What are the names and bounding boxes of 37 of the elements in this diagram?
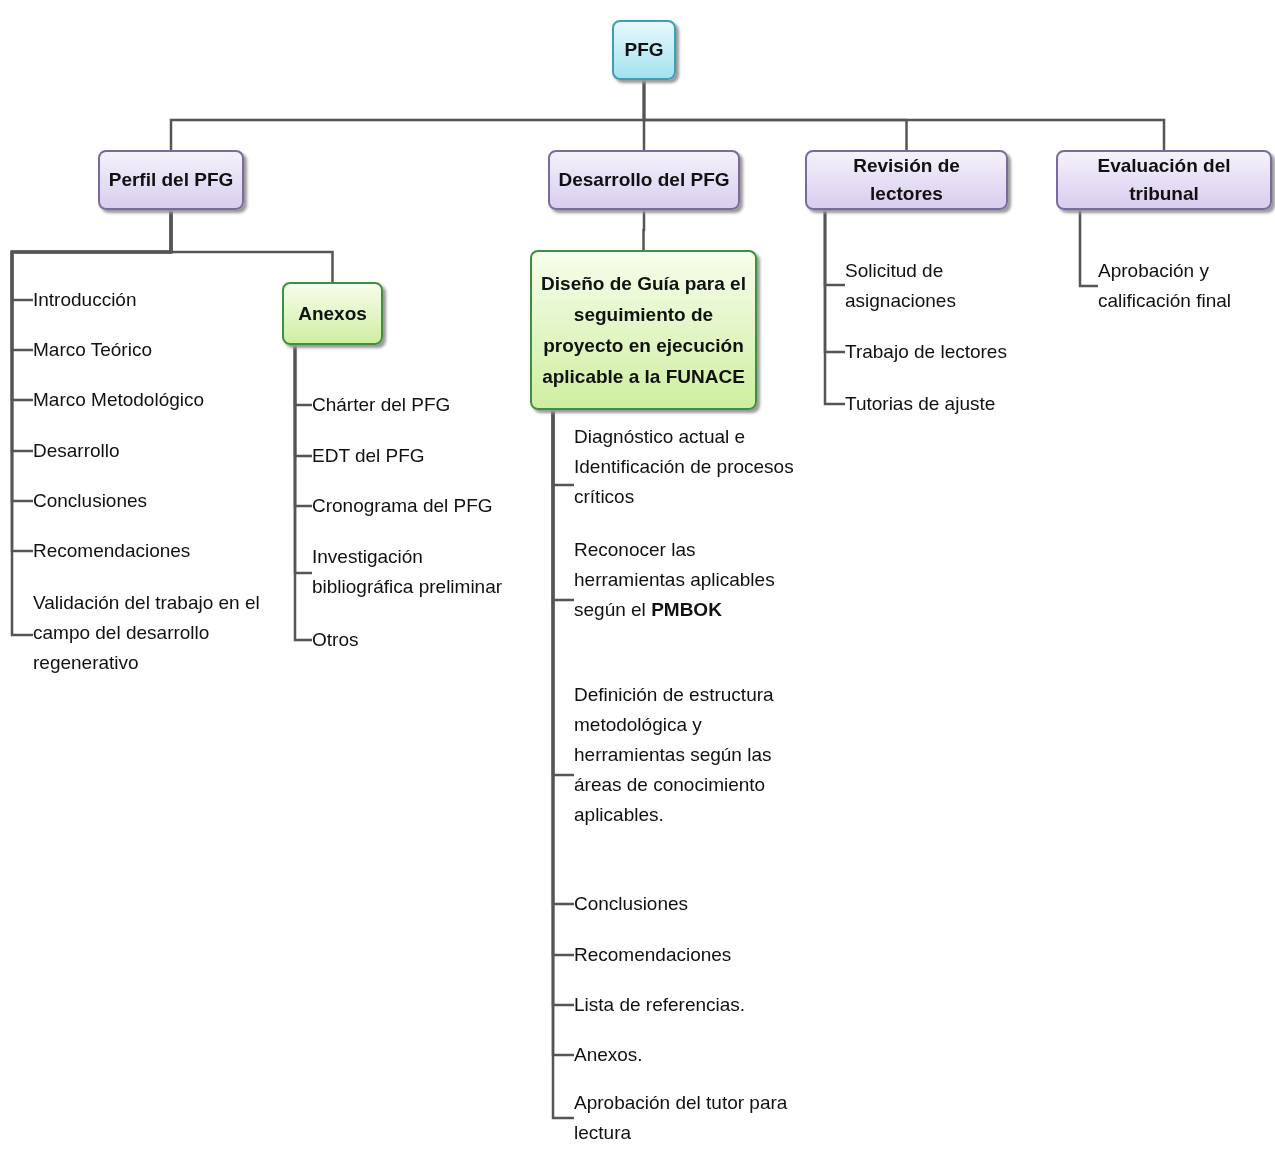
list-item: Lista de referencias. <box>574 990 802 1020</box>
heading-box: Evaluación del tribunal <box>1056 150 1272 210</box>
list-item: Anexos. <box>574 1040 802 1070</box>
heading-box: PFG <box>612 20 676 80</box>
list-item: EDT del PFG <box>312 441 524 471</box>
connector-line <box>642 80 1166 150</box>
list-item: Aprobación y calificación final <box>1098 256 1270 316</box>
list-item: Recomendaciones <box>33 536 273 566</box>
list-item: Recomendaciones <box>574 940 802 970</box>
list-item: Tutorias de ajuste <box>845 389 1045 419</box>
list-item: Chárter del PFG <box>312 390 524 420</box>
list-item: Diagnóstico actual e Identificación de procesos críticos <box>574 422 802 512</box>
heading-box: Revisión de lectores <box>805 150 1008 210</box>
list-item: Solicitud de asignaciones <box>845 256 1045 316</box>
list-item: Validación del trabajo en el campo del desarrollo regenerativo <box>33 588 273 678</box>
list-item: Cronograma del PFG <box>312 491 524 521</box>
list-item: Marco Metodológico <box>33 385 273 415</box>
list-item: Definición de estructura metodológica y herramientas según las áreas de conocimiento aplicables. <box>574 680 802 830</box>
heading-box: Desarrollo del PFG <box>548 150 740 210</box>
list-item: Conclusiones <box>574 889 802 919</box>
list-item: Reconocer las herramientas aplicables según el PMBOK <box>574 535 802 625</box>
topic-box: Diseño de Guía para el seguimiento de proyecto en ejecución aplicable a la FUNACE <box>530 250 757 410</box>
connector-line <box>169 210 334 282</box>
list-item: Aprobación del tutor para lectura <box>574 1088 802 1148</box>
connector-line <box>293 345 312 642</box>
list-item: Marco Teórico <box>33 335 273 365</box>
list-item: Conclusiones <box>33 486 273 516</box>
list-item: Otros <box>312 625 524 655</box>
topic-box: Anexos <box>282 282 383 345</box>
list-item: Desarrollo <box>33 436 273 466</box>
connector-line <box>642 210 646 250</box>
list-item: Trabajo de lectores <box>845 337 1045 367</box>
heading-box: Perfil del PFG <box>98 150 244 210</box>
list-item: Introducción <box>33 285 273 315</box>
connector-line <box>1078 210 1098 288</box>
list-item: Investigación bibliográfica preliminar <box>312 542 526 602</box>
connector-line <box>823 210 845 406</box>
